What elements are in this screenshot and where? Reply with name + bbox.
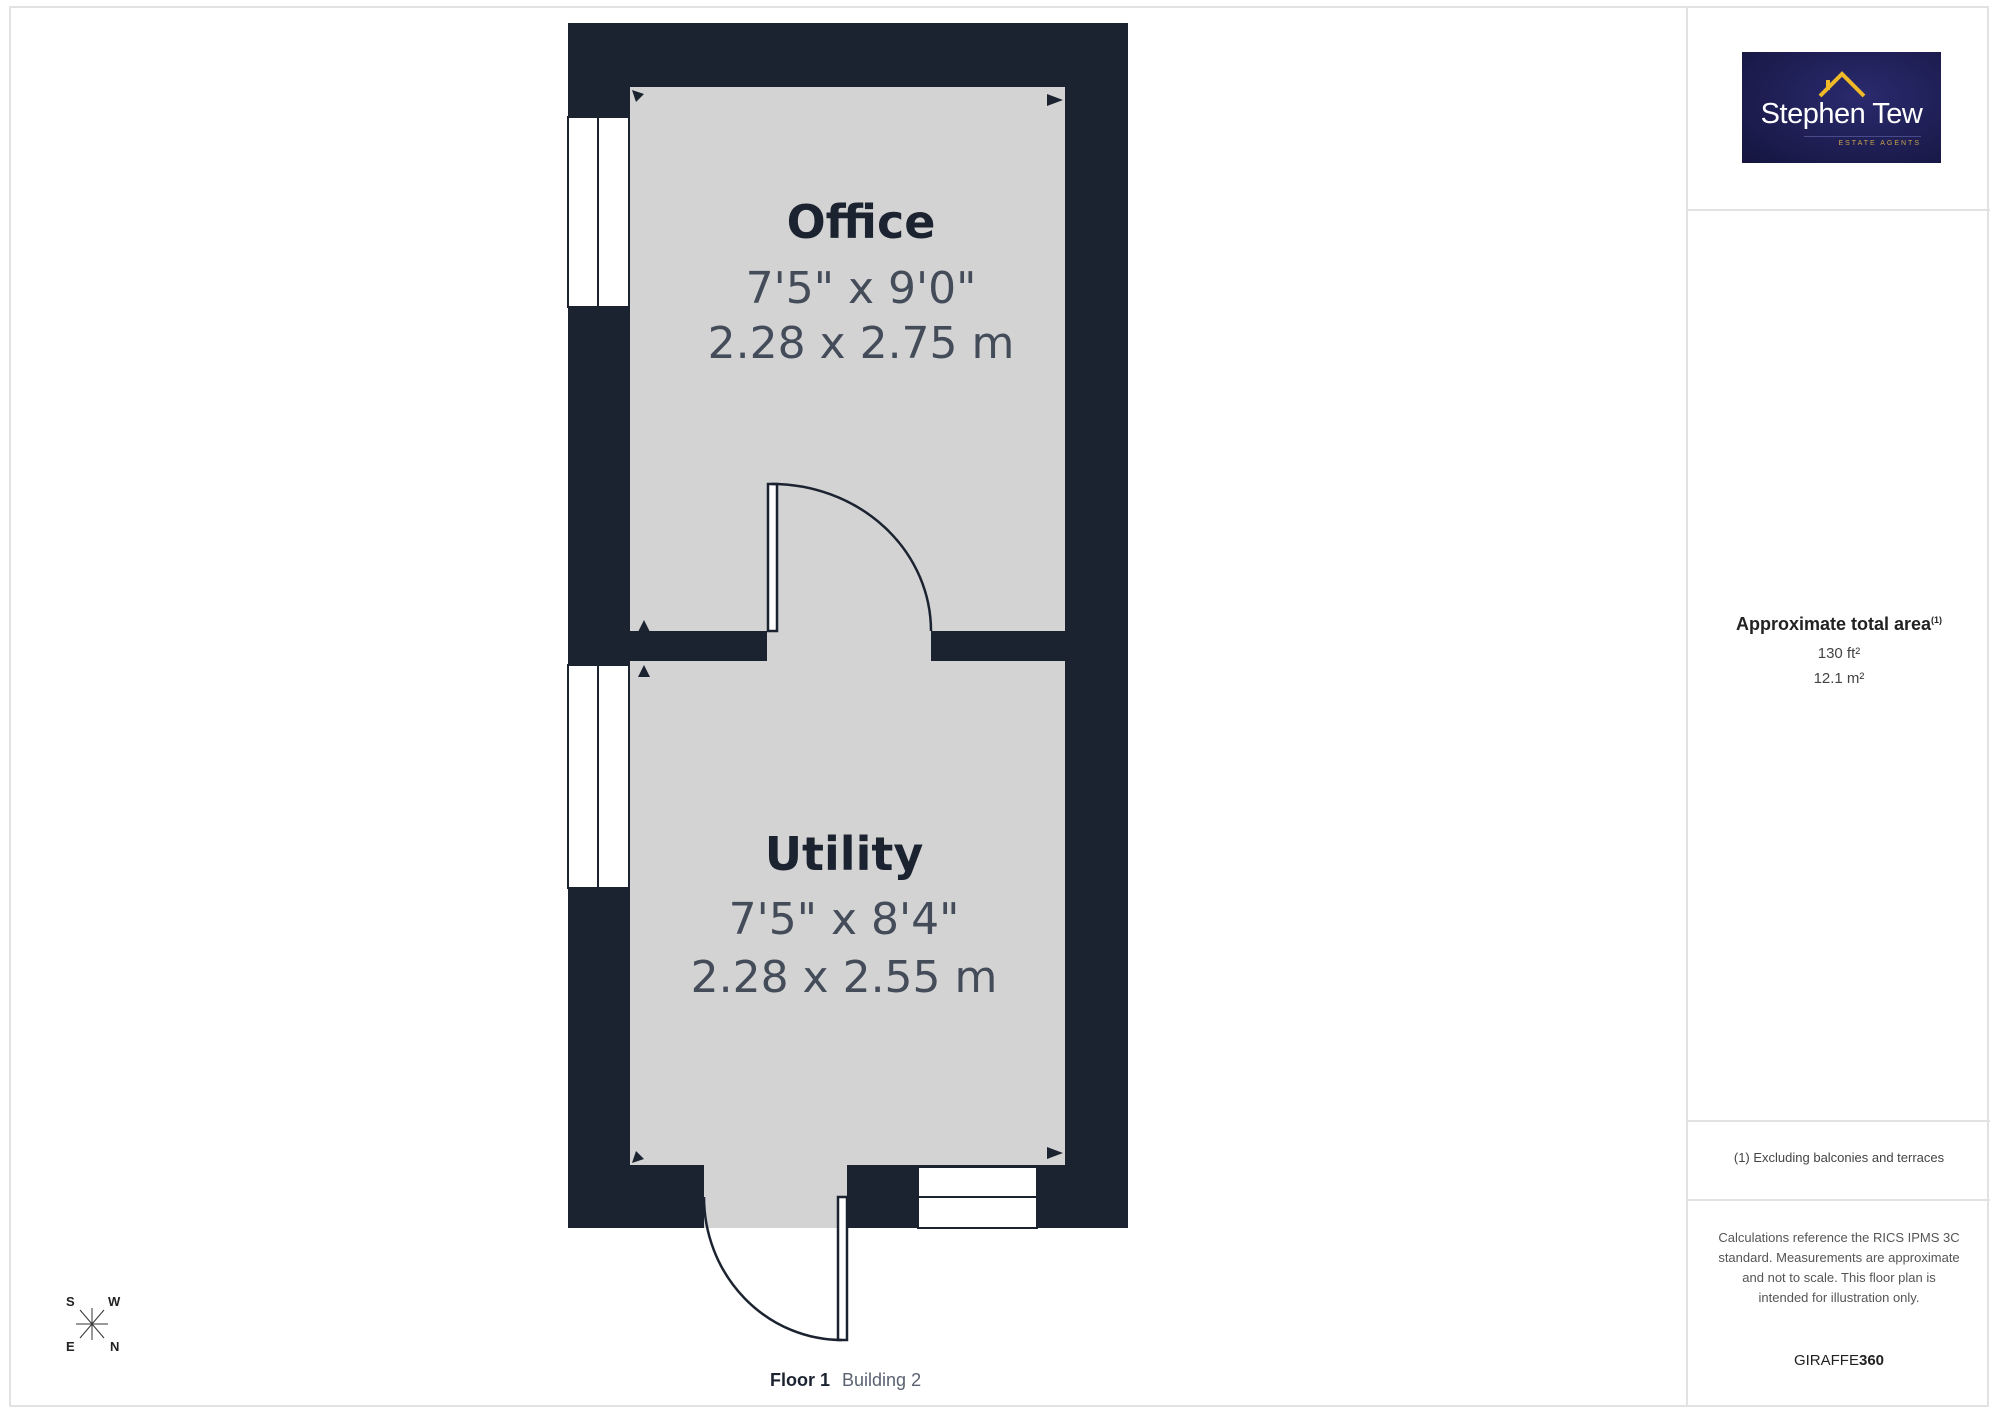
compass-w: W — [108, 1294, 121, 1309]
floor-number: Floor 1 — [770, 1370, 831, 1390]
internal-door — [766, 482, 933, 633]
total-area: Approximate total area(1) 130 ft² 12.1 m… — [1688, 614, 1990, 687]
internal-door-opening — [767, 629, 931, 663]
divider — [1688, 209, 1990, 211]
credit-prefix: GIRAFFE — [1793, 1352, 1859, 1369]
window-utility — [567, 664, 630, 889]
compass: S W E N — [64, 1294, 122, 1354]
compass-e: E — [66, 1339, 75, 1354]
utility-metric: 2.28 x 2.55 m — [691, 952, 998, 1003]
dimension-arrows — [632, 90, 1063, 1163]
window-bottom — [917, 1166, 1038, 1229]
info-panel: Stephen Tew ESTATE AGENTS Approximate to… — [1686, 6, 1990, 1407]
disclaimer: Calculations reference the RICS IPMS 3C … — [1718, 1230, 1960, 1305]
footnote: (1) Excluding balconies and terraces — [1733, 1150, 1945, 1165]
brand-name: Stephen Tew — [1760, 98, 1923, 130]
brand-tagline: ESTATE AGENTS — [1838, 140, 1921, 147]
logo-rule — [1804, 136, 1921, 137]
utility-floor — [630, 661, 1065, 1165]
floor-label: Floor 1 Building 2 — [770, 1370, 921, 1391]
utility-title: Utility — [765, 827, 924, 881]
area-title: Approximate total area — [1735, 614, 1932, 634]
area-imperial: 130 ft² — [1817, 645, 1861, 662]
area-footnote-mark: (1) — [1931, 615, 1943, 625]
page-frame — [9, 6, 1989, 1407]
roof-icon — [1818, 71, 1866, 98]
office-imperial: 7'5" x 9'0" — [746, 263, 977, 314]
office-metric: 2.28 x 2.75 m — [708, 318, 1015, 369]
area-metric: 12.1 m² — [1813, 670, 1865, 687]
office-floor — [630, 87, 1065, 631]
building-name: Building 2 — [842, 1370, 922, 1390]
entrance-opening — [704, 1163, 847, 1228]
utility-imperial: 7'5" x 8'4" — [729, 894, 960, 945]
office-title: Office — [787, 195, 936, 249]
window-office — [567, 116, 630, 308]
giraffe360-credit: GIRAFFE360 — [1688, 1352, 1990, 1369]
compass-rose-lines — [76, 1308, 108, 1340]
divider — [1688, 1120, 1990, 1122]
credit-suffix: 360 — [1858, 1352, 1885, 1369]
brand-logo: Stephen Tew ESTATE AGENTS — [1742, 52, 1941, 163]
entrance-door — [702, 1195, 849, 1342]
compass-n: N — [110, 1339, 120, 1354]
divider — [1688, 1199, 1990, 1201]
compass-s: S — [66, 1294, 75, 1309]
